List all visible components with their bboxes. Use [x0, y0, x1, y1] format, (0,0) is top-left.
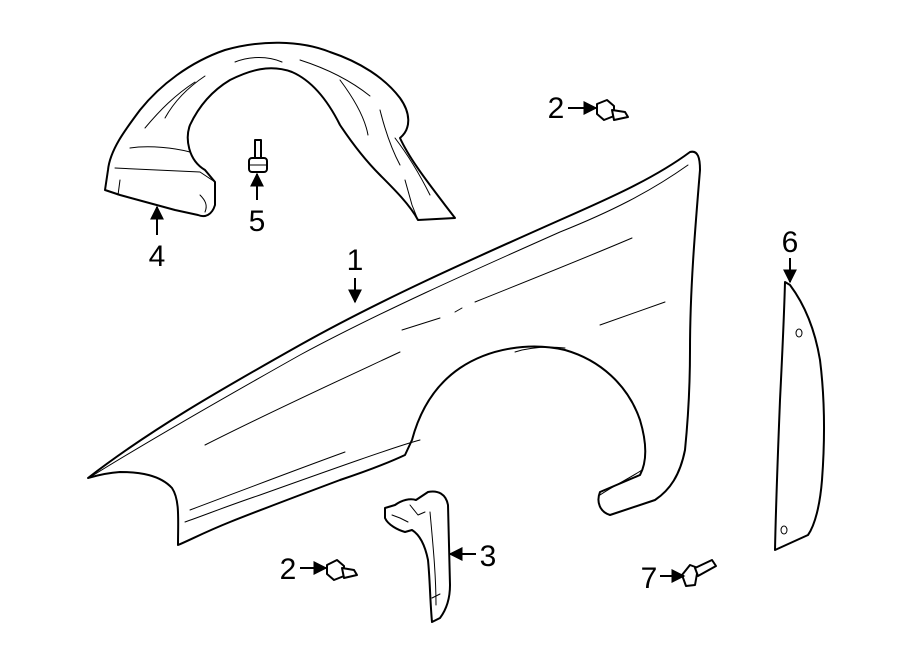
callout-6: 6	[782, 226, 799, 259]
front-fender-part	[87, 150, 701, 546]
clip-part-lower	[326, 559, 358, 581]
molding-part	[774, 281, 826, 551]
clip-part-upper	[596, 99, 629, 121]
bolt-part	[248, 139, 268, 173]
bracket-part	[384, 490, 451, 623]
screw-part	[681, 559, 717, 587]
callout-2-lower: 2	[280, 553, 297, 586]
callout-2-upper: 2	[548, 92, 565, 125]
callout-3: 3	[480, 540, 497, 573]
callout-5: 5	[249, 205, 266, 238]
callout-7: 7	[641, 562, 658, 595]
callout-4: 4	[149, 240, 166, 273]
callout-1: 1	[347, 244, 364, 277]
fender-liner-part	[104, 41, 456, 221]
